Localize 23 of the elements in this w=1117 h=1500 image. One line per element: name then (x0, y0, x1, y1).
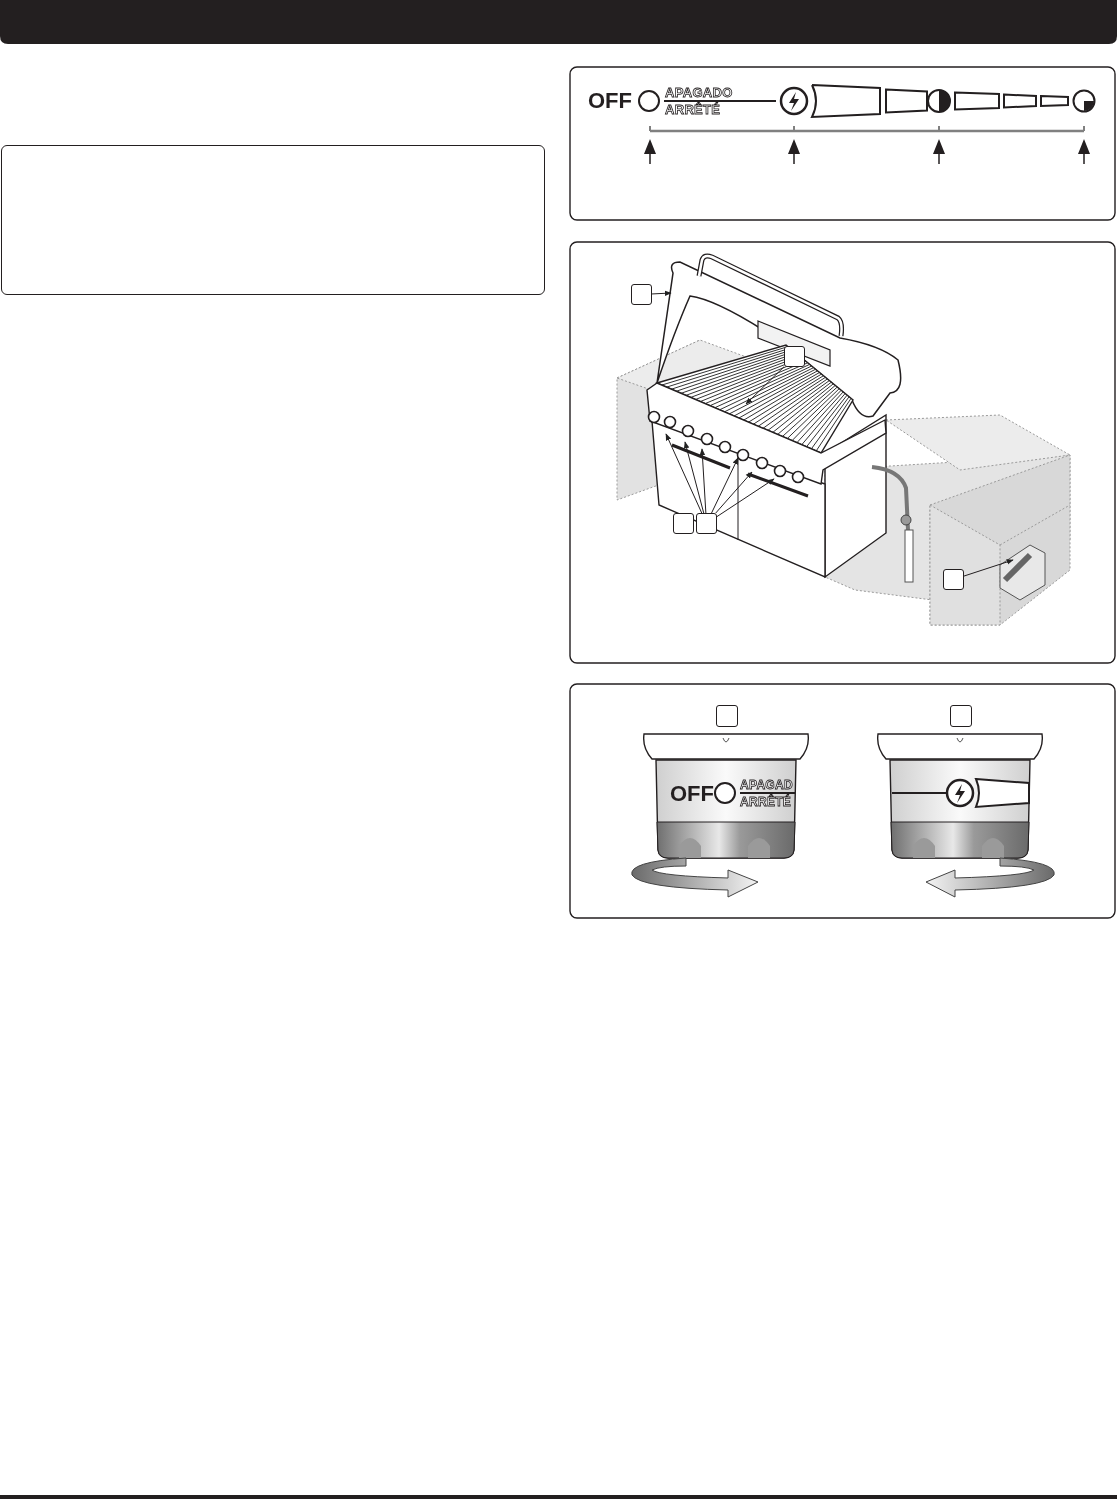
leader-line (699, 448, 707, 514)
off-label: OFF (670, 783, 714, 805)
leader-line (715, 471, 753, 514)
leader-line (651, 290, 672, 297)
leader-line (716, 478, 775, 518)
dial-label: APAGADO (665, 86, 733, 99)
leader-line (711, 457, 739, 514)
note-box (1, 145, 545, 295)
dial-label: ARRÊTÉ (665, 103, 721, 116)
leader-line (683, 441, 705, 514)
leader-line (745, 366, 785, 405)
callout-box (950, 705, 972, 727)
callout-box (631, 284, 652, 305)
dial-label: ARRÊTÉ (740, 796, 792, 808)
off-label: OFF (588, 90, 632, 112)
callout-box (673, 513, 694, 534)
callout-box (784, 346, 805, 367)
leader-line (963, 559, 1014, 577)
dial-label: APAGAD (740, 779, 793, 791)
callout-box (696, 513, 717, 534)
callout-box (943, 569, 964, 590)
leader-line (665, 433, 703, 514)
callout-box (716, 705, 738, 727)
